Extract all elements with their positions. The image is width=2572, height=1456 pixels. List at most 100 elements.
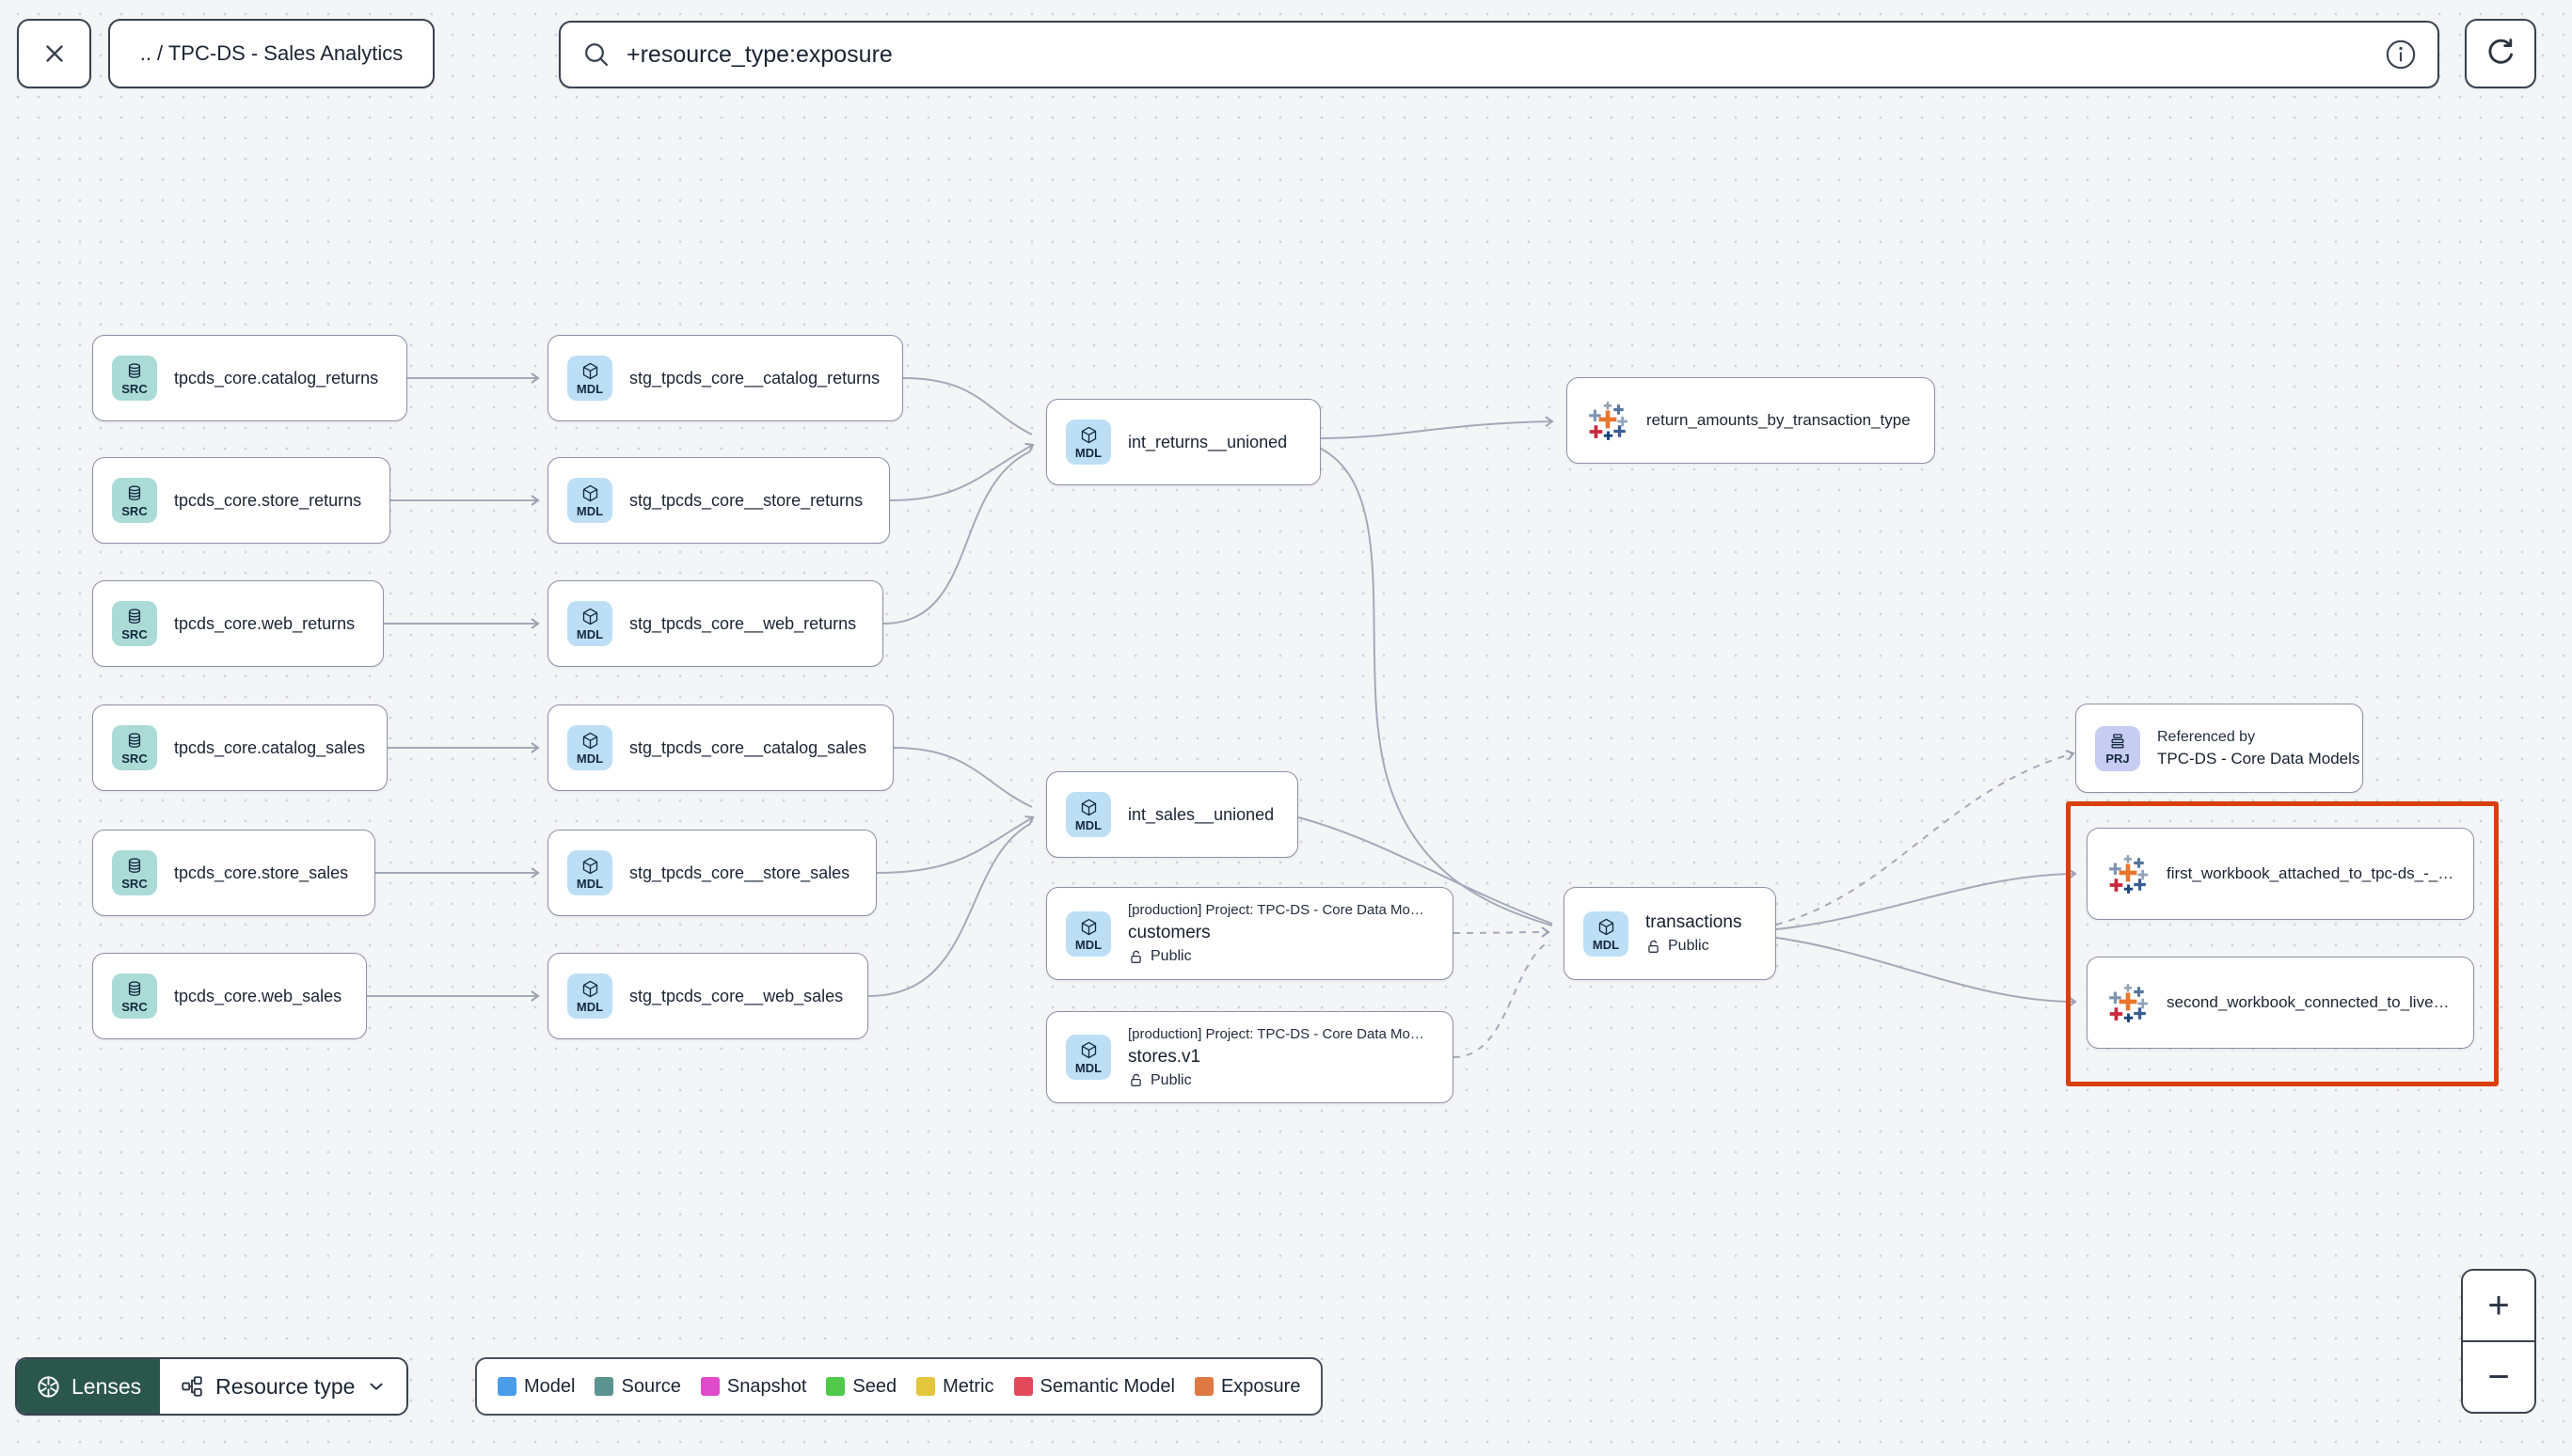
- model-badge: MDL: [567, 973, 612, 1019]
- node-label: stg_tpcds_core__web_sales: [629, 986, 844, 1005]
- breadcrumb-label: .. / TPC-DS - Sales Analytics: [139, 41, 404, 65]
- node-exposure-first-workbook[interactable]: first_workbook_attached_to_tpc-ds_-_…: [2087, 828, 2474, 920]
- node-transactions[interactable]: MDL transactions Public: [1564, 887, 1776, 980]
- database-icon: [128, 857, 141, 873]
- node-label: tpcds_core.store_returns: [174, 490, 362, 510]
- info-icon: [2386, 40, 2416, 70]
- search-icon: [585, 43, 609, 67]
- node-exposure-second-workbook[interactable]: second_workbook_connected_to_live…: [2087, 957, 2474, 1049]
- model-badge-label: MDL: [576, 752, 604, 766]
- search-bar[interactable]: [559, 21, 2439, 88]
- source-badge: SRC: [112, 601, 157, 646]
- database-icon: [128, 362, 141, 378]
- source-badge-label: SRC: [121, 503, 148, 518]
- legend-item-seed: Seed: [826, 1376, 897, 1398]
- node-source-web-sales[interactable]: SRC tpcds_core.web_sales: [92, 953, 367, 1039]
- close-icon: [45, 45, 63, 62]
- legend-label: Seed: [852, 1375, 897, 1397]
- unlock-icon: [1131, 950, 1141, 963]
- node-label: stg_tpcds_core__store_sales: [629, 863, 850, 882]
- cube-icon: [582, 732, 597, 750]
- node-stg-catalog-sales[interactable]: MDL stg_tpcds_core__catalog_sales: [548, 704, 894, 791]
- node-label: stg_tpcds_core__store_returns: [629, 490, 864, 510]
- node-source-web-returns[interactable]: SRC tpcds_core.web_returns: [92, 580, 384, 667]
- tableau-icon: [2109, 855, 2148, 894]
- node-source-catalog-returns[interactable]: SRC tpcds_core.catalog_returns: [92, 335, 407, 421]
- search-info-button[interactable]: [2385, 39, 2417, 71]
- source-badge: SRC: [112, 973, 157, 1019]
- node-source-catalog-sales[interactable]: SRC tpcds_core.catalog_sales: [92, 704, 388, 791]
- node-stg-web-sales[interactable]: MDL stg_tpcds_core__web_sales: [548, 953, 868, 1039]
- node-source-store-sales[interactable]: SRC tpcds_core.store_sales: [92, 830, 375, 916]
- database-icon: [128, 608, 141, 624]
- node-stg-web-returns[interactable]: MDL stg_tpcds_core__web_returns: [548, 580, 883, 667]
- model-badge-label: MDL: [576, 382, 604, 396]
- resource-type-dropdown[interactable]: Resource type: [160, 1359, 407, 1414]
- legend-label: Metric: [943, 1375, 994, 1397]
- node-int-sales-unioned[interactable]: MDL int_sales__unioned: [1046, 771, 1298, 858]
- database-icon: [128, 980, 141, 996]
- node-project-label: [production] Project: TPC-DS - Core Data…: [1128, 1025, 1424, 1042]
- source-badge-label: SRC: [121, 999, 148, 1014]
- node-label: return_amounts_by_transaction_type: [1646, 411, 1911, 429]
- cube-icon: [1081, 918, 1096, 935]
- access-label: Public: [1151, 948, 1192, 964]
- model-badge: MDL: [567, 850, 612, 895]
- node-referenced-by-project[interactable]: PRJ Referenced by TPC-DS - Core Data Mod…: [2075, 704, 2363, 793]
- node-int-returns-unioned[interactable]: MDL int_returns__unioned: [1046, 399, 1321, 485]
- node-stg-store-sales[interactable]: MDL stg_tpcds_core__store_sales: [548, 830, 877, 916]
- node-label: stores.v1: [1128, 1046, 1201, 1067]
- close-button[interactable]: [17, 19, 91, 88]
- node-stg-store-returns[interactable]: MDL stg_tpcds_core__store_returns: [548, 457, 890, 544]
- breadcrumb[interactable]: .. / TPC-DS - Sales Analytics: [108, 19, 435, 88]
- node-label: stg_tpcds_core__catalog_returns: [629, 368, 881, 388]
- zoom-controls: + −: [2461, 1269, 2536, 1414]
- zoom-out-button[interactable]: −: [2463, 1342, 2534, 1412]
- access-label: Public: [1151, 1071, 1192, 1088]
- node-label: transactions: [1645, 912, 1742, 932]
- source-badge-label: SRC: [121, 381, 148, 396]
- legend-label: Model: [524, 1375, 576, 1397]
- legend-swatch-exposure: [1194, 1377, 1214, 1396]
- referenced-by-title: Referenced by: [2157, 728, 2256, 745]
- source-badge: SRC: [112, 478, 157, 523]
- hierarchy-icon: [182, 1376, 202, 1397]
- model-badge-label: MDL: [576, 877, 604, 891]
- tableau-icon: [2109, 984, 2148, 1022]
- cube-icon: [582, 362, 597, 380]
- project-badge-label: PRJ: [2105, 752, 2130, 766]
- cube-icon: [1081, 799, 1096, 816]
- refresh-button[interactable]: [2465, 19, 2536, 88]
- cube-icon: [1081, 426, 1096, 444]
- node-label: stg_tpcds_core__catalog_sales: [629, 737, 867, 757]
- legend-swatch-source: [595, 1377, 614, 1396]
- model-badge: MDL: [567, 725, 612, 770]
- node-stg-catalog-returns[interactable]: MDL stg_tpcds_core__catalog_returns: [548, 335, 903, 421]
- legend-label: Snapshot: [726, 1375, 807, 1397]
- node-exposure-return-amounts[interactable]: return_amounts_by_transaction_type: [1566, 377, 1935, 464]
- legend-swatch-seed: [826, 1377, 846, 1396]
- search-input[interactable]: [627, 40, 2370, 69]
- model-badge: MDL: [1066, 792, 1111, 837]
- node-project-label: [production] Project: TPC-DS - Core Data…: [1128, 902, 1424, 918]
- node-customers[interactable]: MDL [production] Project: TPC-DS - Core …: [1046, 887, 1453, 980]
- node-label: tpcds_core.catalog_returns: [174, 368, 379, 388]
- tableau-icon: [1589, 402, 1627, 440]
- model-badge: MDL: [567, 601, 612, 646]
- node-stores-v1[interactable]: MDL [production] Project: TPC-DS - Core …: [1046, 1011, 1453, 1103]
- node-label: customers: [1128, 923, 1211, 942]
- node-label: second_workbook_connected_to_live…: [2167, 993, 2450, 1011]
- legend-swatch-snapshot: [700, 1377, 720, 1396]
- node-source-store-returns[interactable]: SRC tpcds_core.store_returns: [92, 457, 390, 544]
- project-stack-icon: [2111, 734, 2124, 749]
- source-badge: SRC: [112, 356, 157, 401]
- database-icon: [128, 732, 141, 748]
- zoom-in-button[interactable]: +: [2463, 1271, 2534, 1342]
- cube-icon: [1598, 918, 1613, 935]
- lenses-button[interactable]: Lenses: [17, 1359, 161, 1414]
- source-badge-label: SRC: [121, 751, 148, 766]
- model-badge-label: MDL: [576, 1000, 604, 1014]
- legend-item-semantic-model: Semantic Model: [1013, 1376, 1175, 1398]
- cube-icon: [1081, 1041, 1096, 1059]
